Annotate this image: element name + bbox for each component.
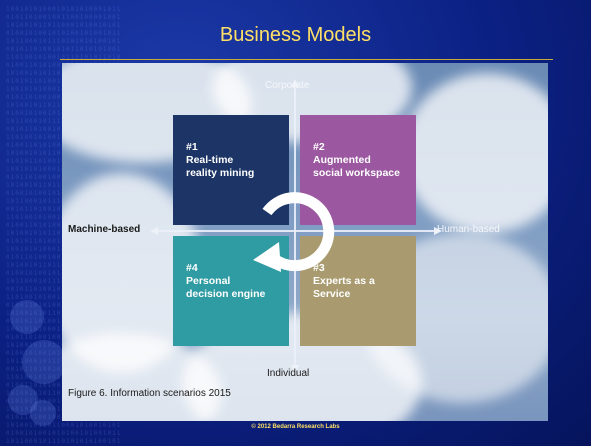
information-scenarios-figure: #1 Real-time reality mining #2 Augmented… <box>62 63 548 421</box>
quadrant-line-2: decision engine <box>186 288 266 300</box>
quadrant-number: #4 <box>186 262 198 274</box>
arrow-down-icon <box>291 365 299 373</box>
cloud-shape <box>402 73 548 233</box>
quadrant-line-2: social workspace <box>313 167 400 179</box>
decor-bubble <box>8 385 38 415</box>
quadrant-number: #3 <box>313 262 325 274</box>
slide-title: Business Models <box>219 24 372 46</box>
axis-arrowheads <box>150 79 442 373</box>
quadrant-line-2: reality mining <box>186 167 255 179</box>
arrow-right-icon <box>434 227 442 235</box>
figure-caption: Figure 6. Information scenarios 2015 <box>68 388 231 399</box>
quadrant-line-2: Service <box>313 288 351 300</box>
quadrant-number: #1 <box>186 141 198 153</box>
arrow-up-icon <box>291 79 299 87</box>
decor-bubble <box>30 400 56 426</box>
quadrant-line-1: Experts as a <box>313 275 375 287</box>
axis-label-individual: Individual <box>267 368 310 379</box>
title-divider <box>60 59 553 60</box>
vertical-axis <box>294 85 296 367</box>
axis-label-corporate: Corporate <box>265 80 310 91</box>
horizontal-axis <box>156 230 436 232</box>
decor-bubble <box>22 340 66 384</box>
copyright-footer: © 2012 Bedarra Research Labs <box>251 424 340 430</box>
axis-label-machine-based: Machine-based <box>68 224 141 235</box>
cycle-arrow-icon <box>253 192 335 272</box>
quadrant-line-1: Personal <box>186 275 231 287</box>
decor-bubble <box>10 300 44 334</box>
quadrant-line-1: Augmented <box>313 154 371 166</box>
quadrant-line-1: Real-time <box>186 154 234 166</box>
quadrant-number: #2 <box>313 141 325 153</box>
arrow-left-icon <box>150 227 158 235</box>
axis-label-human-based: Human-based <box>437 224 500 235</box>
